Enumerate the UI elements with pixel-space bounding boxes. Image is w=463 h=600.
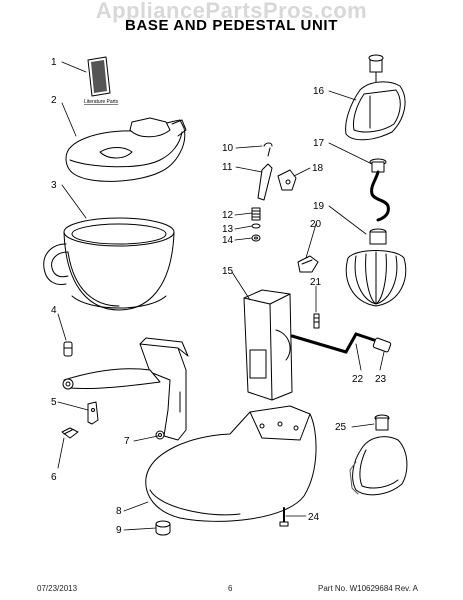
part-crank: [290, 332, 376, 354]
callout-19: 19: [313, 201, 325, 212]
footer-part-number: Part No. W10629684 Rev. A: [318, 584, 418, 593]
part-screw-24: [279, 507, 289, 527]
callout-9: 9: [116, 525, 122, 536]
part-bowl-clamp: [62, 337, 189, 441]
callout-7: 7: [124, 436, 130, 447]
watermark: AppliancePartsPros.com: [95, 0, 368, 23]
part-bowl: [43, 217, 175, 311]
callout-6: 6: [51, 472, 57, 483]
part-screw-21: [313, 313, 320, 329]
leader-lines: [57, 61, 385, 531]
part-pedestal-column: [243, 289, 293, 401]
part-literature: Literature Parts: [84, 56, 119, 105]
callout-5: 5: [51, 397, 57, 408]
part-flat-beater: [345, 54, 406, 141]
callout-13: 13: [222, 224, 234, 235]
callout-17: 17: [313, 138, 325, 149]
footer-page-number: 6: [228, 584, 233, 593]
literature-label: Literature Parts: [84, 99, 119, 105]
part-bracket-small: [87, 401, 99, 425]
callout-23: 23: [375, 374, 387, 385]
callout-15: 15: [222, 266, 234, 277]
part-lock-lever: [277, 169, 297, 191]
part-crank-handle: [372, 337, 392, 353]
part-screw: [61, 427, 79, 439]
callout-22: 22: [352, 374, 364, 385]
callout-25: 25: [335, 422, 347, 433]
callout-20: 20: [310, 219, 322, 230]
callout-numbers: 1 2 3 4 5 6 7 8 9 10 11 12 13 14 15 16 1…: [51, 57, 387, 536]
part-base: [145, 405, 317, 522]
part-dough-hook: [369, 158, 390, 222]
callout-1: 1: [51, 57, 57, 68]
part-foot: [155, 520, 171, 536]
part-pin: [63, 341, 73, 357]
part-pouring-shield: [65, 117, 187, 182]
callout-4: 4: [51, 305, 57, 316]
callout-24: 24: [308, 512, 320, 523]
callout-16: 16: [313, 86, 325, 97]
part-wire-whip: [345, 228, 407, 307]
footer-date: 07/23/2013: [37, 584, 78, 593]
callout-8: 8: [116, 506, 122, 517]
part-flex-beater: [349, 414, 408, 496]
callout-11: 11: [222, 162, 233, 173]
callout-10: 10: [222, 143, 234, 154]
callout-2: 2: [51, 95, 57, 106]
callout-12: 12: [222, 210, 234, 221]
part-hinge-pin: [251, 142, 273, 242]
callout-18: 18: [312, 163, 324, 174]
part-clip: [297, 255, 319, 273]
page-title: BASE AND PEDESTAL UNIT: [125, 17, 338, 34]
callout-3: 3: [51, 180, 57, 191]
callout-14: 14: [222, 235, 234, 246]
callout-21: 21: [310, 277, 322, 288]
